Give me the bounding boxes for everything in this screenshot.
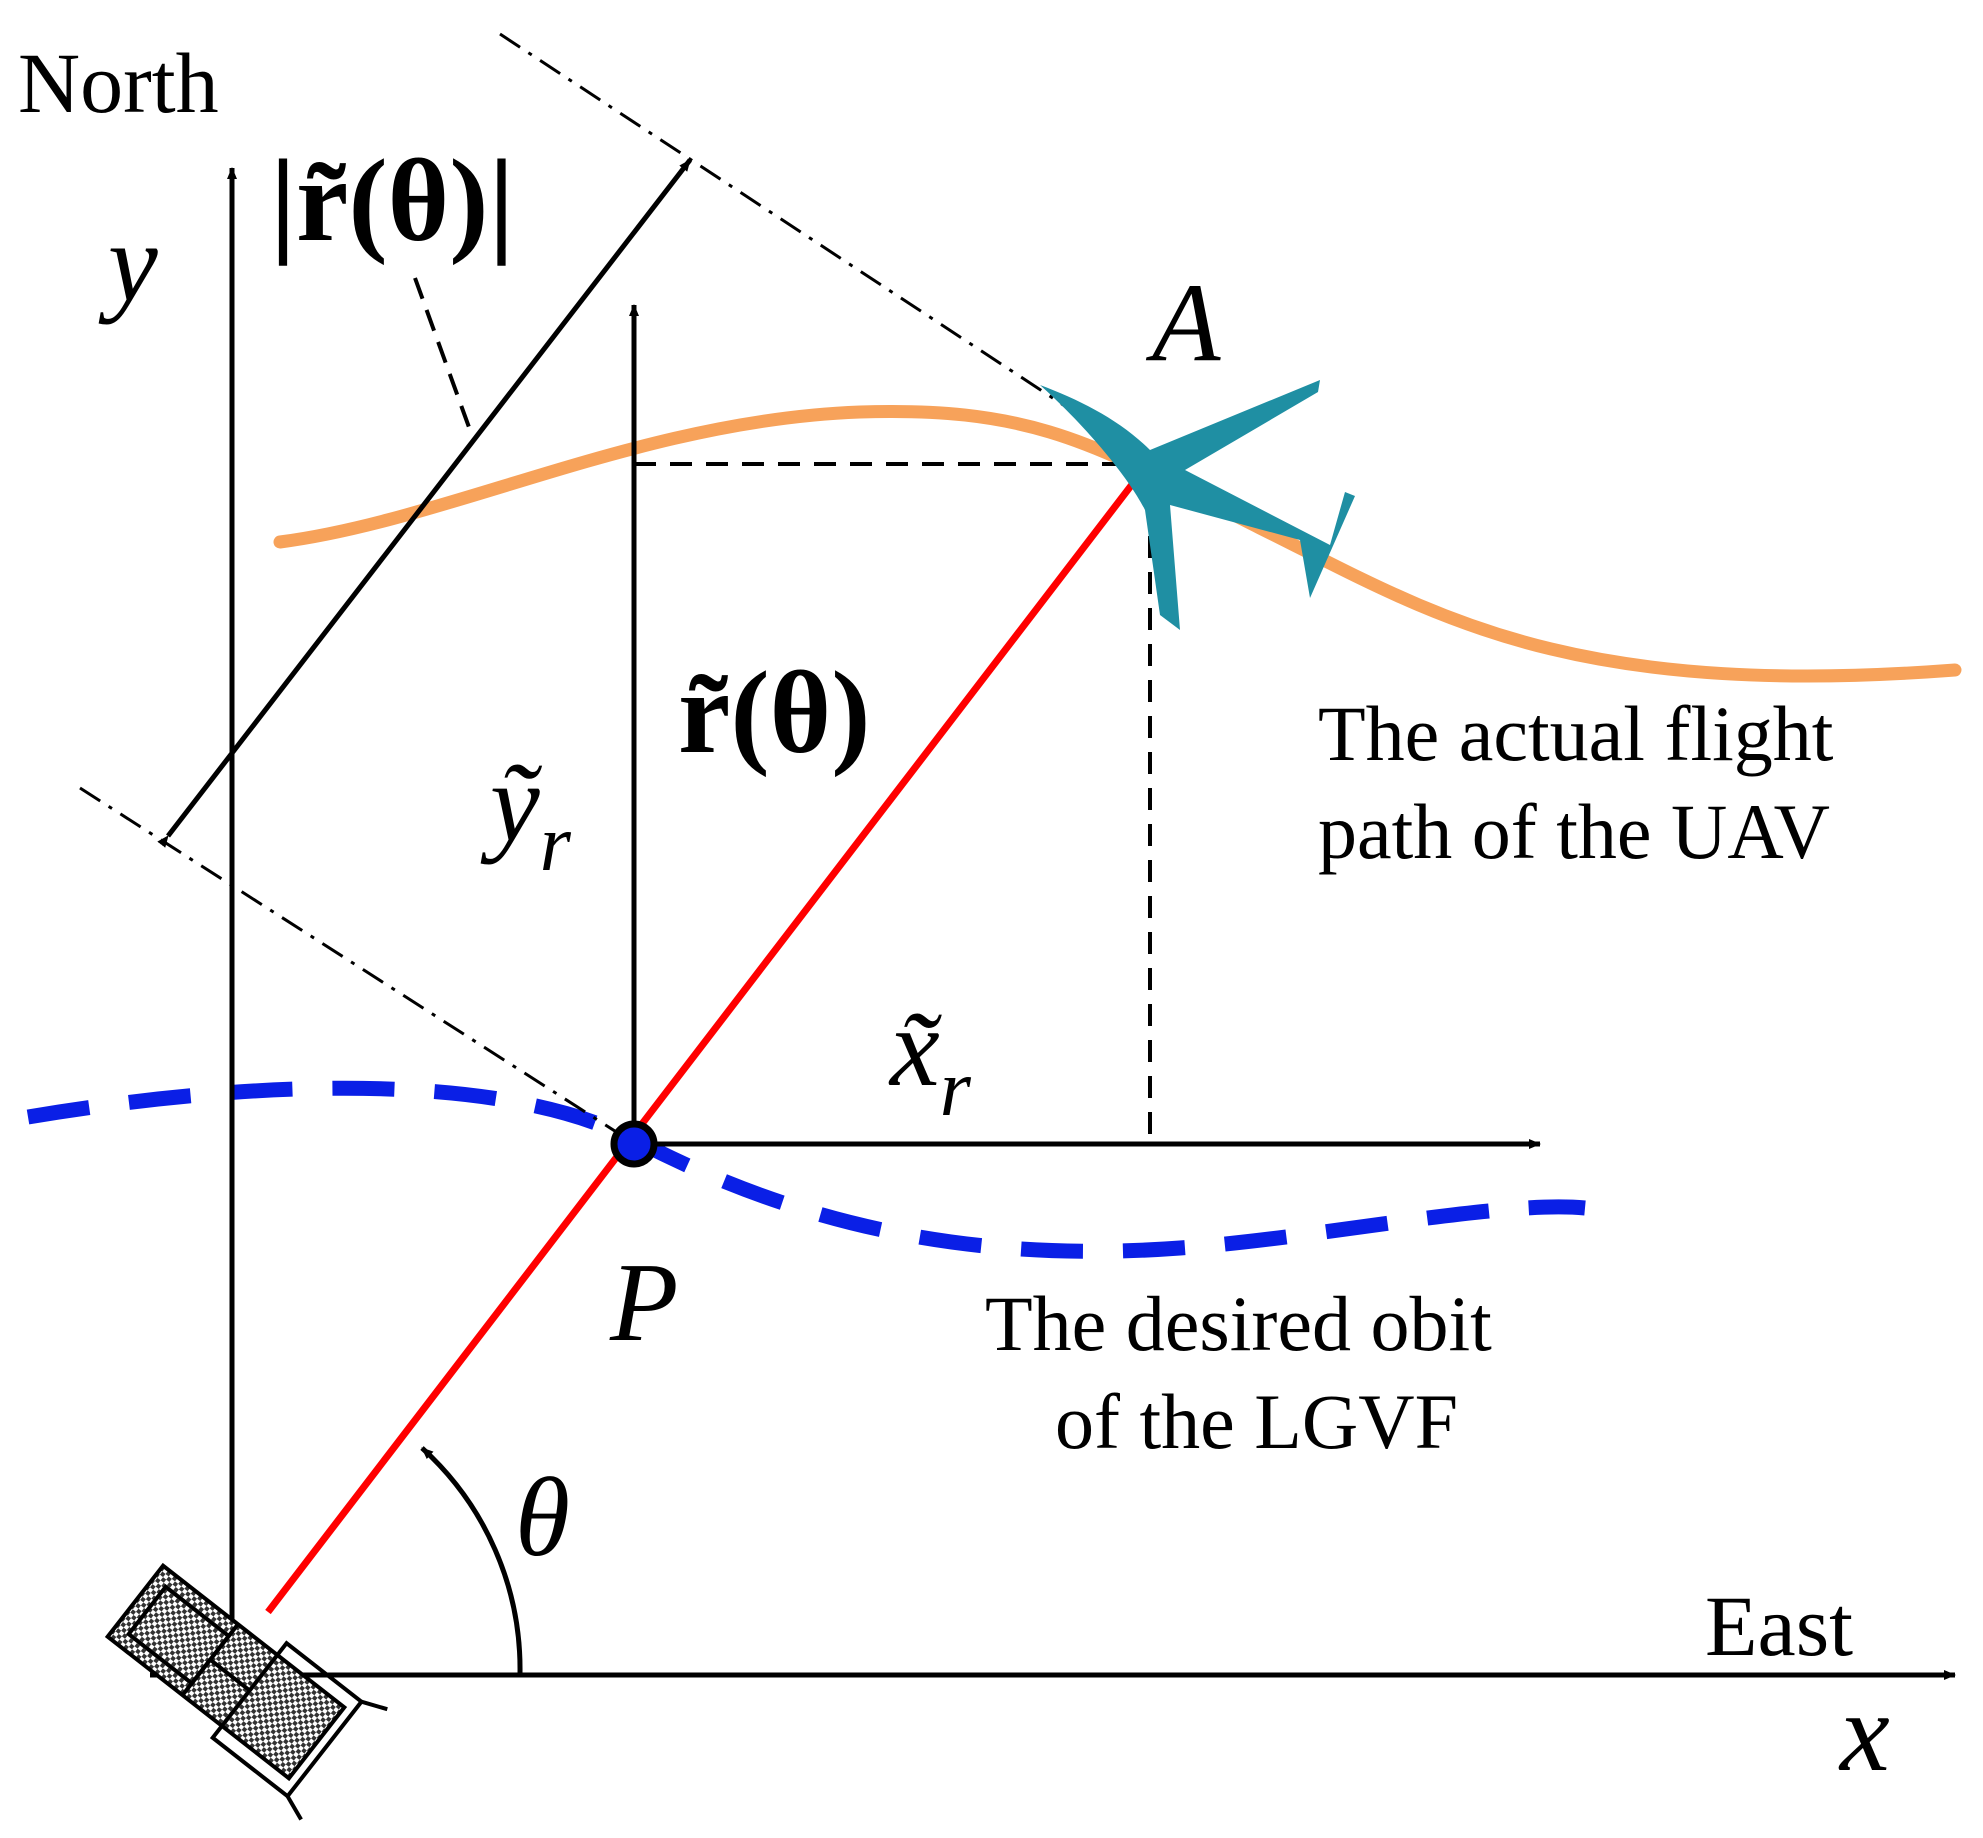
desired-orbit-path: [26, 1080, 1586, 1259]
x-axis-label: x: [1838, 1671, 1890, 1795]
r-vector-label: r̃(θ): [678, 647, 871, 778]
construction-line-upper: [499, 32, 1151, 464]
theta-label: θ: [515, 1456, 570, 1580]
orbit-caption-line1: The desired obit: [985, 1280, 1492, 1367]
flight-path-caption-line2: path of the UAV: [1318, 788, 1830, 875]
r-magnitude-arrow: [157, 158, 692, 848]
y-r-main: ỹ: [480, 741, 543, 865]
radius-vector-line: [265, 471, 1143, 1615]
flight-path-caption-line1: The actual flight: [1318, 690, 1834, 777]
y-axis-label: y: [98, 201, 158, 325]
x-r-label: x̃r: [888, 986, 972, 1133]
x-r-subscript: r: [940, 1045, 972, 1133]
theta-arc: [420, 1446, 523, 1674]
east-label: East: [1705, 1578, 1853, 1674]
ground-vehicle-icon: [104, 1562, 388, 1821]
aircraft-icon: [1040, 380, 1355, 630]
y-r-label: ỹr: [480, 741, 572, 888]
y-r-subscript: r: [540, 800, 572, 888]
point-p-label: P: [609, 1241, 678, 1365]
point-p-marker: [610, 1120, 658, 1168]
point-a-label: A: [1145, 261, 1221, 385]
north-label: North: [18, 35, 219, 131]
r-magnitude-leader: [413, 277, 472, 431]
x-r-main: x̃: [888, 986, 942, 1110]
r-magnitude-label: |r̃(θ)|: [270, 135, 515, 266]
orbit-caption-line2: of the LGVF: [1055, 1378, 1458, 1465]
